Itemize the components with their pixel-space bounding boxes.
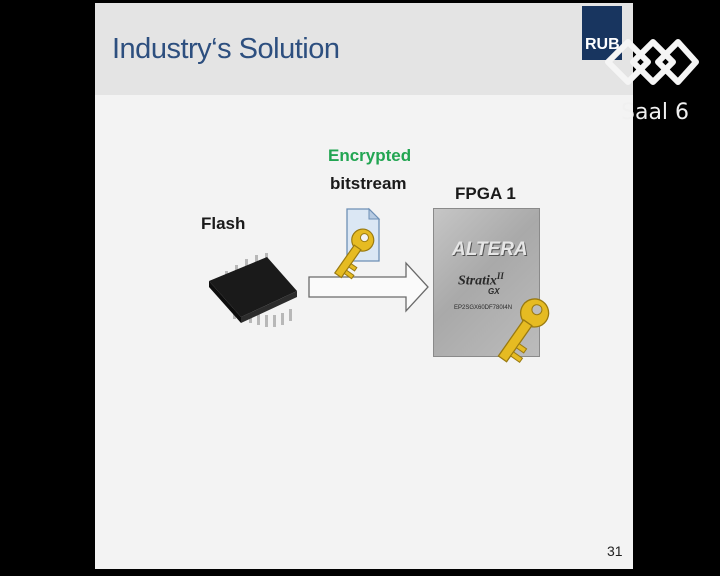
fpga-family-name: Stratix — [458, 273, 497, 289]
slide-title: Industry‘s Solution — [112, 33, 340, 65]
fpga-key-icon — [497, 298, 550, 363]
bitstream-label: bitstream — [330, 174, 407, 193]
fpga-brand-text: ALTERA — [452, 239, 528, 260]
fpga-label: FPGA 1 — [455, 184, 516, 203]
fpga-family-suffix: II — [496, 271, 504, 281]
page-number: 31 — [607, 543, 623, 559]
flash-label: Flash — [201, 214, 246, 233]
ccc-logo-watermark — [605, 39, 699, 85]
arrow-right-icon — [308, 261, 429, 313]
rub-logo-text: RUB — [585, 36, 620, 53]
key-icon — [333, 228, 375, 280]
presentation-slide: Industry‘s Solution RUB Encrypted bitstr… — [95, 3, 633, 569]
rub-logo: RUB — [582, 6, 622, 60]
fpga-family-text: StratixII — [458, 271, 504, 290]
encrypted-label: Encrypted — [328, 146, 412, 165]
flash-chip-icon — [209, 253, 297, 327]
room-label: Saal 6 — [621, 100, 690, 125]
fpga-family-sub: GX — [488, 287, 500, 296]
fpga-part-number: EP2SGX60DF780I4N — [454, 305, 513, 311]
slide-header: Industry‘s Solution RUB — [95, 3, 633, 95]
